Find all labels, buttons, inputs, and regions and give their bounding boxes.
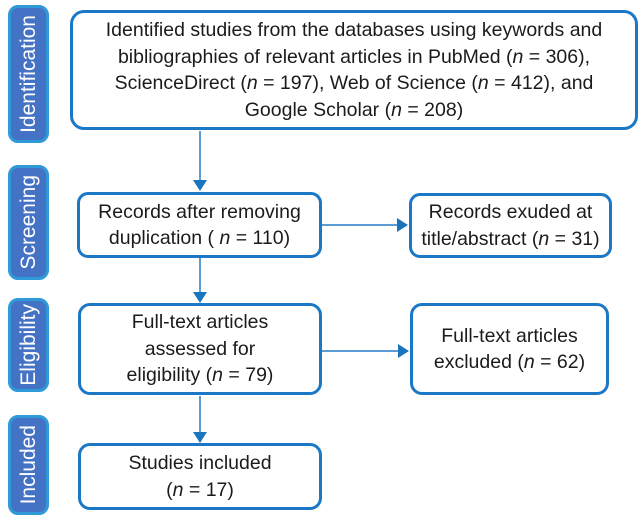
- box-records-after-deduplication: Records after removing duplication ( n =…: [77, 192, 322, 258]
- box-identified-studies-line1: Identified studies from the databases us…: [105, 19, 603, 41]
- arrow-identification-to-screening-head-icon: [193, 180, 207, 191]
- arrow-fulltext-excluded-head-icon: [398, 344, 409, 358]
- box-fulltext-excluded-line2: excluded (n = 62): [433, 351, 586, 373]
- box-identified-studies-line2: bibliographies of relevant articles in P…: [117, 45, 591, 68]
- arrow-fulltext-excluded-line: [322, 350, 399, 353]
- box-fulltext-assessed-line2: assessed for: [144, 337, 256, 360]
- box-fulltext-assessed-line1: Full-text articles: [131, 311, 269, 334]
- box-records-excluded-line2: title/abstract (n = 31): [421, 227, 600, 250]
- stage-label-identification: Identification: [8, 5, 49, 143]
- stage-label-included-text: Included: [16, 425, 40, 505]
- stage-label-eligibility-text: Eligibility: [16, 304, 40, 386]
- stage-label-identification-text: Identification: [16, 15, 40, 133]
- box-fulltext-excluded: Full-text articles excluded (n = 62): [410, 303, 609, 395]
- arrow-eligibility-to-included-line: [199, 396, 202, 433]
- box-studies-included: Studies included (n = 17): [78, 443, 322, 510]
- box-records-after-deduplication-line2: duplication ( n = 110): [108, 227, 291, 249]
- box-identified-studies-line4: Google Scholar (n = 208): [244, 98, 464, 121]
- stage-label-screening: Screening: [8, 165, 49, 280]
- arrow-records-excluded-head-icon: [397, 218, 408, 232]
- box-fulltext-excluded-line1: Full-text articles: [441, 324, 578, 347]
- box-identified-studies-line3: ScienceDirect (n = 197), Web of Science …: [114, 72, 594, 94]
- stage-label-screening-text: Screening: [16, 175, 40, 270]
- box-fulltext-assessed: Full-text articles assessed for eligibil…: [78, 303, 322, 395]
- stage-label-included: Included: [8, 415, 49, 515]
- box-records-after-deduplication-line1: Records after removing: [98, 200, 301, 223]
- arrow-eligibility-to-included-head-icon: [193, 432, 207, 443]
- box-records-excluded-line1: Records exuded at: [428, 201, 593, 223]
- arrow-identification-to-screening-line: [199, 131, 202, 181]
- box-studies-included-line2: (n = 17): [166, 478, 234, 501]
- box-records-excluded-title-abstract: Records exuded at title/abstract (n = 31…: [409, 193, 612, 258]
- box-studies-included-line1: Studies included: [128, 452, 272, 474]
- arrow-screening-to-eligibility-head-icon: [193, 292, 207, 303]
- arrow-records-excluded-line: [322, 224, 398, 227]
- box-identified-studies: Identified studies from the databases us…: [70, 10, 638, 130]
- box-fulltext-assessed-line3: eligibility (n = 79): [126, 364, 274, 387]
- stage-label-eligibility: Eligibility: [8, 298, 49, 392]
- arrow-screening-to-eligibility-line: [199, 258, 202, 293]
